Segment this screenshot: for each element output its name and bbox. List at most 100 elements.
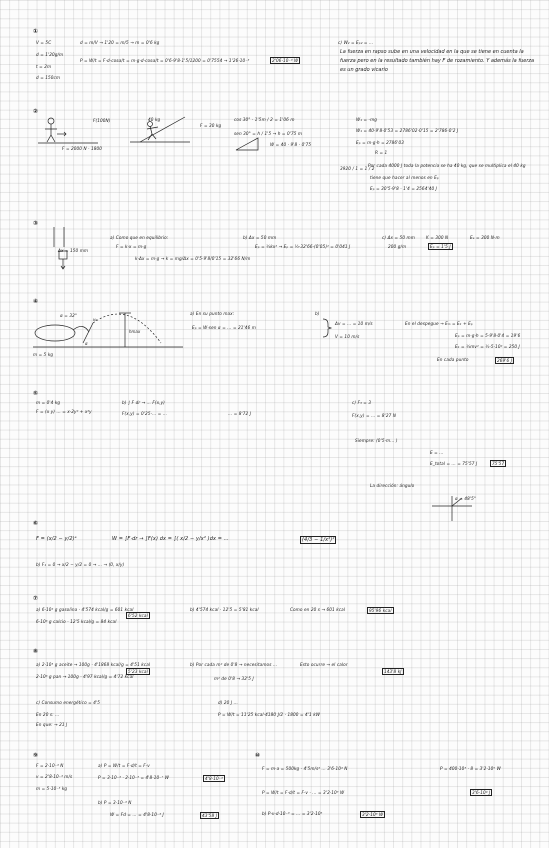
equation-line: F(x,y) = 0'25·... = ...	[122, 411, 168, 416]
equation-line: tiene que hacer al menos en Eₚ	[370, 175, 439, 180]
equation-line: Eₚ = m·g·h = 2786'03	[356, 140, 404, 145]
equation-line: c) Consumo energético = 4'5	[36, 700, 100, 705]
given-value: d = 150cm	[36, 75, 61, 80]
incline-diagram	[130, 116, 190, 143]
given-value: d = 1'20g/m	[36, 52, 64, 57]
equation-line: W₁ = -mg	[356, 117, 378, 122]
equation-line: a) 2·10³ g aceite → 100g · 4'1868 kcal/g…	[36, 662, 151, 667]
stick-figure-diagram	[38, 117, 98, 144]
equation-line: Esto ocurre → el calor	[300, 662, 348, 667]
problem-number: ⑤	[33, 390, 39, 397]
equation-line: En el despegue → Eₘ = Eₖ + Eₚ	[405, 321, 473, 326]
equation-line: 200 g/m	[388, 244, 407, 249]
equation-line: b) 4'574 kcal · 12'5 = 5'81 kcal	[190, 607, 259, 612]
given-value: t = 2m	[36, 64, 52, 69]
label: F = 30 kg	[200, 123, 222, 128]
equation-line: En 20 s: ...	[36, 712, 60, 717]
equation-line: k·Δx = m·g → k = mg/Δx = 0'5·9'8/0'15 = …	[135, 256, 251, 261]
svg-text:v₀: v₀	[93, 317, 97, 322]
given-value: m = 0'4 kg	[36, 400, 61, 405]
equation-line: P = W/t = F·d·cosα/t = m·g·d·cosα/t = 0'…	[80, 58, 250, 63]
problem-number: ②	[33, 108, 39, 115]
problem-number: ⑦	[33, 595, 39, 602]
equation-line: cos 30° · 1'5m / 2 = 1'06 m	[234, 117, 295, 122]
equation-line: F = (x/2 − y/2)ᵉ	[36, 536, 77, 542]
equation-line: 2·10³ g pan → 100g · 4'97 kcal/g = 4'72 …	[36, 674, 134, 679]
equation-line: Eₚ = W·sen α = ... = 21'46 m	[192, 325, 256, 330]
equation-line: W = ∫F·dr → ∫F(x) dx = ∫( x/2 − y/x² )dx…	[112, 536, 229, 542]
equation-line: W = 40 · 9'8 · 0'75	[270, 142, 312, 147]
equation-line: Como en 20 s → 601 kcal	[290, 607, 346, 612]
equation-line: a) P = W/t = F·d/t = F·v	[98, 763, 150, 768]
problem-number: ③	[33, 220, 39, 227]
boxed-result: Eₚ = 1'5 J	[428, 243, 453, 250]
problem-number: ①	[33, 28, 39, 35]
equation-line: Eₚ = m·g·h = 5·9'8·0'4 = 19'6	[455, 333, 521, 338]
equation-line: K = 300 N	[426, 235, 449, 240]
equation-line: Siempre: (0'5·m... )	[355, 438, 398, 443]
given-value: V = 5C	[36, 40, 52, 45]
svg-text:α: α	[85, 341, 88, 346]
given-value: F = 2·10⁻⁴ N	[36, 763, 64, 768]
problem-number: ⑥	[33, 520, 39, 527]
equation-line: b) P·ν·d·10⁻³ = ... = 3'2·10⁵	[262, 811, 323, 816]
equation-line: Eₑ = 300 N·m	[470, 235, 500, 240]
boxed-result: 5'23 kcal	[126, 668, 150, 675]
svg-text:hmax: hmax	[129, 329, 141, 334]
equation-line: d = m/V → 1'20 = m/5 → m = 0'6 kg	[80, 40, 160, 45]
triangle-diagram	[235, 137, 259, 151]
equation-line: b) Por cada m² de 0'8 → necesitamos ...	[190, 662, 278, 667]
equation-line: c) W₂ = Eₚ₂ = ...	[338, 40, 374, 45]
boxed-result: 75'57	[490, 460, 507, 467]
equation-line: Eₚ = ½kx² → Eₚ = ½·32'66·(0'05)² = 0'041…	[255, 244, 351, 249]
equation-line: sen 30° = h / 1'5 → h = 0'75 m	[234, 131, 303, 136]
equation-line: R = 1	[375, 150, 388, 155]
label: F = 2000 N · 1800	[62, 146, 103, 151]
equation-line: 6·10³ g calcio · 12'5 kcal/g = 84 kcal	[36, 619, 117, 624]
equation-line: P = W/t = F·d/t = F·v · ... = 3'2·10⁶ W	[262, 790, 345, 795]
equation-line: P = W/t = 11'25 kcal·4180 J/2 · 1800 = 4…	[218, 712, 320, 717]
boxed-result: (4/3 − 1/x²)²	[300, 536, 337, 544]
boxed-result: 95'96 kcal	[367, 607, 394, 614]
label: α = 32°	[60, 313, 78, 318]
boxed-result: 143'8 kJ	[382, 668, 404, 675]
answer-paragraph: La fuerza en rapso sube en una velocidad…	[340, 49, 535, 73]
equation-line: a) En su punto max:	[190, 311, 235, 316]
equation-line: c) Δx = 50 mm	[382, 235, 415, 240]
equation-line: b) F₁ = 0 → x/2 − y/2 = 0 → ... → (0, x/…	[36, 562, 125, 567]
spring-mass-diagram	[53, 227, 68, 270]
equation-line: m² de 0'8 → 32'5 J	[214, 676, 254, 681]
equation-line: c) F₃ = 3	[352, 400, 372, 405]
projectile-turtle-diagram: v₀ α hmax	[33, 312, 183, 348]
equation-line: P = 400·10³ · 8 = 3'2·10⁶ W	[440, 766, 501, 771]
equation-line: b) P = 3·10⁻⁴ N	[98, 800, 132, 805]
label: 40 kg	[148, 117, 161, 122]
equation-line: b)	[315, 311, 320, 316]
given-value: m = 5·10⁻³ kg	[36, 786, 68, 791]
equation-line: W₁ = 40·9'8·0'53 = 2786'02·0'15 = 2'786·…	[356, 128, 459, 133]
given-value: v = 2'8·10⁻⁴ m/s	[36, 774, 73, 779]
problem-number: ⑩	[255, 752, 261, 759]
equation-line: W = Fd = ... = 4'8·10⁻⁴ J	[110, 812, 164, 817]
equation-line: Por cada 4000 J toda la potencia se ha 4…	[368, 163, 526, 168]
boxed-result: 43'58 J	[200, 812, 220, 819]
equation-line: F(x,y) = ... = 8'27 N	[352, 413, 397, 418]
equation-line: F = (x y) ... = x·2y² + x²y	[36, 409, 92, 414]
equation-line: α = 48'5°	[455, 496, 477, 501]
equation-line: 3920 / 1 = 1 / 2	[340, 166, 375, 171]
label: Δx = 150 mm	[58, 248, 89, 253]
equation-line: ... = 8'72 J	[228, 411, 252, 416]
equation-line: E = ...	[430, 450, 444, 455]
problem-number: ⑨	[33, 752, 39, 759]
equation-line: En cada punto	[437, 357, 469, 362]
boxed-result: 6'52 kcal	[126, 612, 150, 619]
equation-line: F = k·x = m·g	[116, 244, 147, 249]
equation-line: b) Δx = 50 mm	[243, 235, 277, 240]
boxed-result: 2'06·10⁻³ W	[270, 57, 301, 64]
equation-line: Δv = ... = 10 m/s	[335, 321, 373, 326]
problem-number: ⑧	[33, 648, 39, 655]
equation-line: En que: → 21 J	[36, 722, 68, 727]
equation-line: La dirección: ángulo	[370, 483, 415, 488]
boxed-result: 269'6 J	[495, 357, 515, 364]
bracket-mark	[322, 318, 333, 338]
